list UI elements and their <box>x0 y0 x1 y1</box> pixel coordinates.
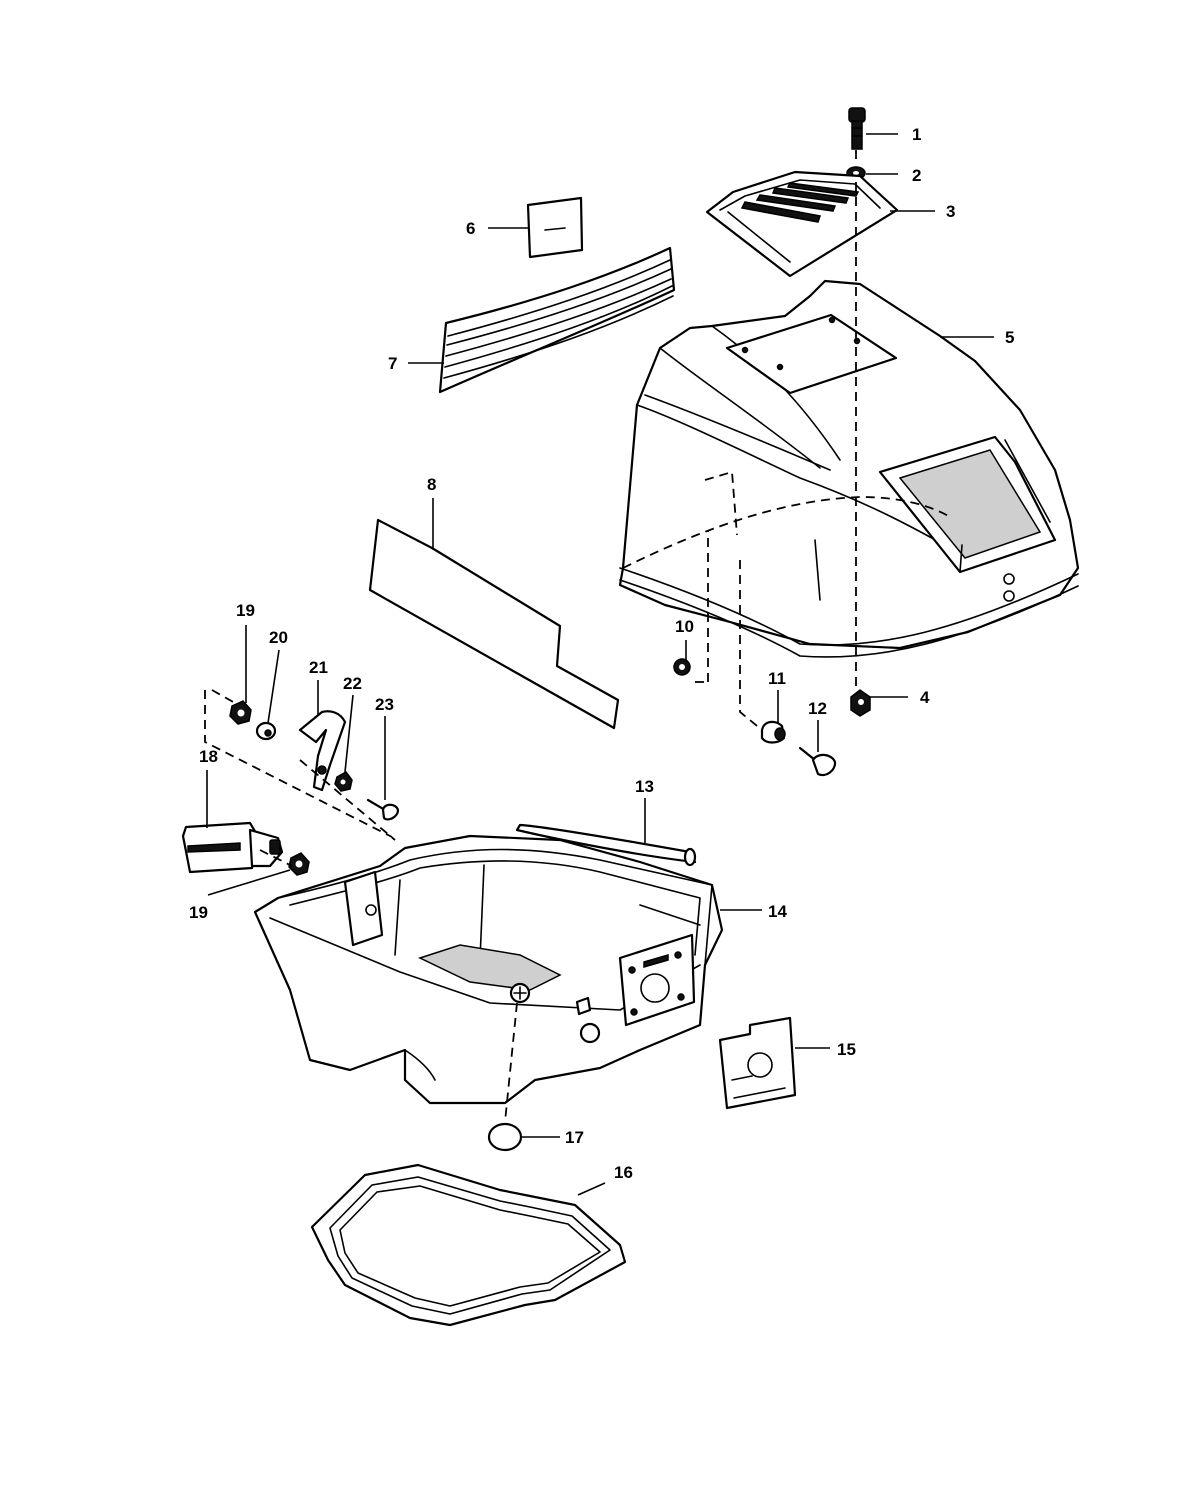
part-11-grommet <box>760 720 786 744</box>
part-6-decal <box>526 196 584 259</box>
callout-22: 22 <box>343 674 362 693</box>
callout-2: 2 <box>912 166 921 185</box>
part-17-plug <box>487 1122 523 1152</box>
part-12-pin <box>798 746 837 777</box>
part-23-screw <box>366 798 400 821</box>
callout-20: 20 <box>269 628 288 647</box>
callout-14: 14 <box>768 902 787 921</box>
callout-23: 23 <box>375 695 394 714</box>
part-5-top-cowl <box>618 279 1080 658</box>
callout-18: 18 <box>199 747 218 766</box>
callout-4: 4 <box>920 688 930 707</box>
callout-5: 5 <box>1005 328 1014 347</box>
callout-1: 1 <box>912 125 921 144</box>
callout-8: 8 <box>427 475 436 494</box>
callout-3: 3 <box>946 202 955 221</box>
latch-hardware-group <box>204 689 400 838</box>
part-3-vent-cover <box>705 170 899 278</box>
part-19-nut-lower <box>288 852 310 876</box>
part-18-handle <box>181 821 284 874</box>
callout-17: 17 <box>565 1128 584 1147</box>
callout-10: 10 <box>675 617 694 636</box>
part-20-washer <box>255 721 277 741</box>
callout-7: 7 <box>388 354 397 373</box>
callout-21: 21 <box>309 658 328 677</box>
callout-6: 6 <box>466 219 475 238</box>
callout-19-lower: 19 <box>189 903 208 922</box>
part-14-bottom-cowl <box>253 834 724 1105</box>
part-16-gasket <box>310 1163 627 1327</box>
callout-15: 15 <box>837 1040 856 1059</box>
callout-16: 16 <box>614 1163 633 1182</box>
part-10-nut <box>673 658 691 676</box>
callout-19-upper: 19 <box>236 601 255 620</box>
callout-13: 13 <box>635 777 654 796</box>
part-21-latch-hook <box>298 710 347 792</box>
assembly-lines <box>259 150 857 1123</box>
part-22-nut <box>334 771 353 792</box>
part-15-plate <box>718 1016 797 1110</box>
part-19-nut-upper <box>229 700 252 725</box>
leader-lines <box>206 133 994 1196</box>
callouts: 1 2 3 4 5 6 7 8 10 11 12 13 14 15 16 17 … <box>189 125 1014 1182</box>
part-8-decal <box>368 518 620 730</box>
callout-12: 12 <box>808 699 827 718</box>
part-7-decal-strip <box>438 246 676 394</box>
part-1-bolt <box>848 107 866 150</box>
callout-11: 11 <box>768 669 786 688</box>
part-4-nut <box>850 689 871 717</box>
